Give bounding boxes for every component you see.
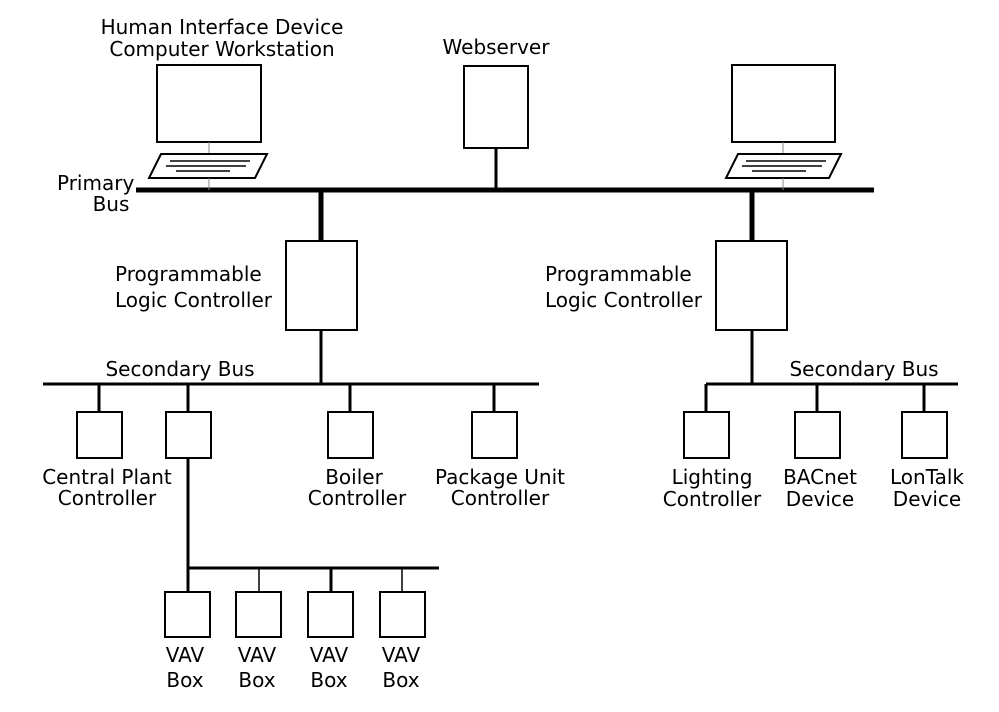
central-plant-label-line1: Central Plant — [42, 465, 172, 489]
workstation-label-line1: Human Interface Device — [101, 15, 344, 39]
vav-box-3-label-line1: VAV — [310, 643, 349, 667]
vav-controller-box — [165, 411, 212, 459]
central-plant-controller-box — [76, 411, 123, 459]
bacnet-label-line1: BACnet — [783, 465, 857, 489]
lighting-controller-box — [683, 411, 730, 459]
vav-box-2-label-line2: Box — [238, 668, 275, 692]
lontalk-device-box — [901, 411, 948, 459]
plc-right-box — [715, 240, 788, 331]
vav-box-4 — [379, 591, 426, 638]
boiler-label-line1: Boiler — [325, 465, 383, 489]
plc-right-label-line1: Programmable — [545, 262, 692, 286]
plc-left-box — [285, 240, 358, 331]
central-plant-label-line2: Controller — [58, 486, 157, 510]
vav-box-4-label-line1: VAV — [382, 643, 421, 667]
primary-bus-label-line1: Primary — [57, 171, 134, 195]
vav-box-2 — [235, 591, 282, 638]
plc-right-label-line2: Logic Controller — [545, 288, 703, 312]
workstation-label-line2: Computer Workstation — [109, 37, 334, 61]
bacnet-device-box — [794, 411, 841, 459]
lighting-label-line2: Controller — [663, 487, 762, 511]
vav-box-2-label-line1: VAV — [238, 643, 277, 667]
webserver-label: Webserver — [443, 35, 551, 59]
workstation-left-monitor — [156, 64, 262, 143]
workstation-right — [724, 64, 843, 190]
bacnet-label-line2: Device — [786, 487, 854, 511]
vav-box-4-label-line2: Box — [382, 668, 419, 692]
vav-box-1-label-line1: VAV — [166, 643, 205, 667]
workstation-left — [147, 64, 269, 190]
boiler-controller-box — [327, 411, 374, 459]
workstation-right-monitor — [731, 64, 836, 143]
lontalk-label-line2: Device — [893, 487, 961, 511]
secondary-bus-right-label: Secondary Bus — [789, 357, 938, 381]
vav-box-3-label-line2: Box — [310, 668, 347, 692]
plc-left-label-line2: Logic Controller — [115, 288, 273, 312]
boiler-label-line2: Controller — [308, 486, 407, 510]
secondary-bus-left-label: Secondary Bus — [105, 357, 254, 381]
webserver-box — [463, 65, 529, 149]
lontalk-label-line1: LonTalk — [890, 465, 964, 489]
package-unit-label-line2: Controller — [451, 486, 550, 510]
plc-left-label-line1: Programmable — [115, 262, 262, 286]
primary-bus-label-line2: Bus — [93, 192, 130, 216]
vav-box-3 — [307, 591, 354, 638]
package-unit-label-line1: Package Unit — [435, 465, 565, 489]
vav-box-1 — [164, 591, 211, 638]
lighting-label-line1: Lighting — [672, 465, 753, 489]
vav-box-1-label-line2: Box — [166, 668, 203, 692]
package-unit-controller-box — [471, 411, 518, 459]
